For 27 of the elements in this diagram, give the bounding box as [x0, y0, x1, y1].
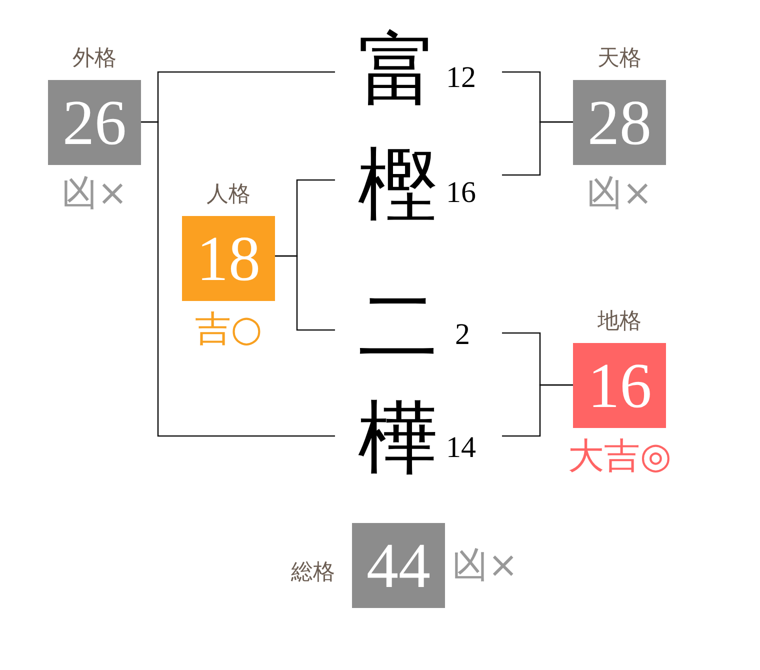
connector-line — [502, 121, 573, 176]
fortune-text: 凶× — [61, 174, 128, 214]
fortune-text: 大吉◎ — [568, 437, 672, 477]
fortune-text: 吉○ — [194, 310, 262, 350]
name-character: 樫 — [358, 145, 438, 225]
category-heading: 人格 — [206, 182, 250, 208]
connector-line — [141, 121, 335, 437]
score-box: 18 — [182, 216, 275, 301]
category-heading: 地格 — [598, 309, 642, 335]
connector-line — [502, 384, 573, 437]
score-box: 26 — [48, 80, 141, 165]
score-box: 28 — [573, 80, 666, 165]
score-box: 44 — [352, 523, 445, 608]
stroke-count: 14 — [446, 433, 476, 463]
stroke-count: 2 — [455, 320, 470, 350]
stroke-count: 12 — [446, 63, 476, 93]
score-box: 16 — [573, 343, 666, 428]
connector-line — [275, 255, 335, 331]
stroke-count: 16 — [446, 178, 476, 208]
name-character: 二 — [358, 286, 438, 366]
category-heading: 外格 — [72, 46, 116, 72]
name-character: 富 — [358, 30, 438, 110]
category-heading: 天格 — [598, 46, 642, 72]
fortune-text: 凶× — [586, 174, 653, 214]
name-character: 樺 — [358, 398, 438, 478]
category-heading: 総格 — [291, 560, 335, 586]
fortune-text: 凶× — [452, 546, 518, 586]
